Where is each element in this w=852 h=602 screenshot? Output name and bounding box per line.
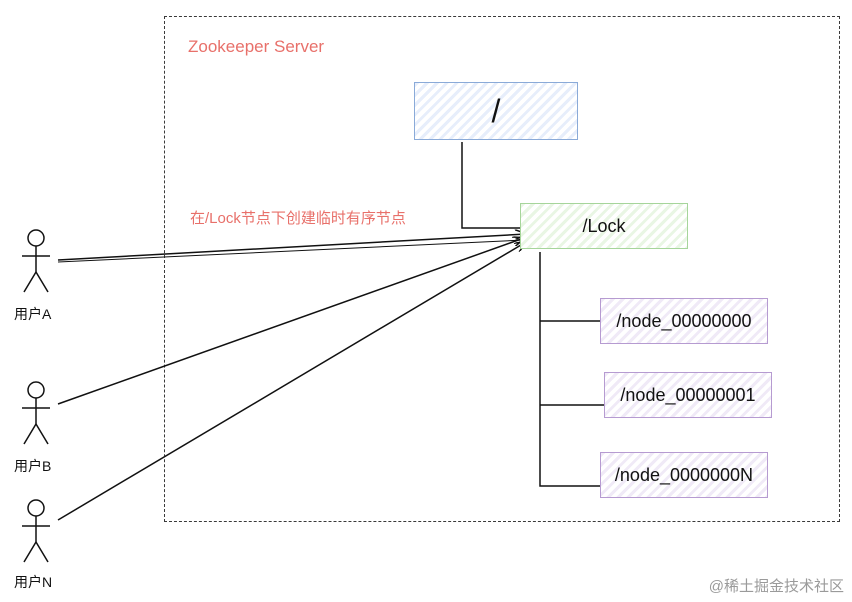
arrow-userN-to-lock	[57, 242, 526, 521]
child-node-0000000N: /node_0000000N	[600, 452, 768, 498]
child-node-00000000: /node_00000000	[600, 298, 768, 344]
user-b-figure	[22, 381, 50, 445]
user-a-figure	[22, 229, 50, 293]
user-b-label: 用户B	[14, 458, 52, 474]
edge-root-to-lock	[461, 142, 520, 229]
arrow-userA-to-lock-2	[57, 239, 525, 263]
arrow-userB-to-lock	[57, 238, 524, 405]
user-a-label: 用户A	[14, 306, 52, 322]
root-node: /	[414, 82, 578, 140]
user-n-figure	[22, 499, 50, 563]
zookeeper-server-boundary	[164, 16, 840, 522]
lock-node: /Lock	[520, 203, 688, 249]
edge-lock-trunk	[539, 252, 600, 487]
watermark: @稀土掘金技术社区	[708, 578, 844, 595]
create-node-annotation: 在/Lock节点下创建临时有序节点	[190, 210, 406, 227]
arrow-userA-to-lock	[57, 234, 526, 261]
child-node-00000001: /node_00000001	[604, 372, 772, 418]
server-title: Zookeeper Server	[188, 37, 325, 56]
user-n-label: 用户N	[14, 574, 53, 590]
